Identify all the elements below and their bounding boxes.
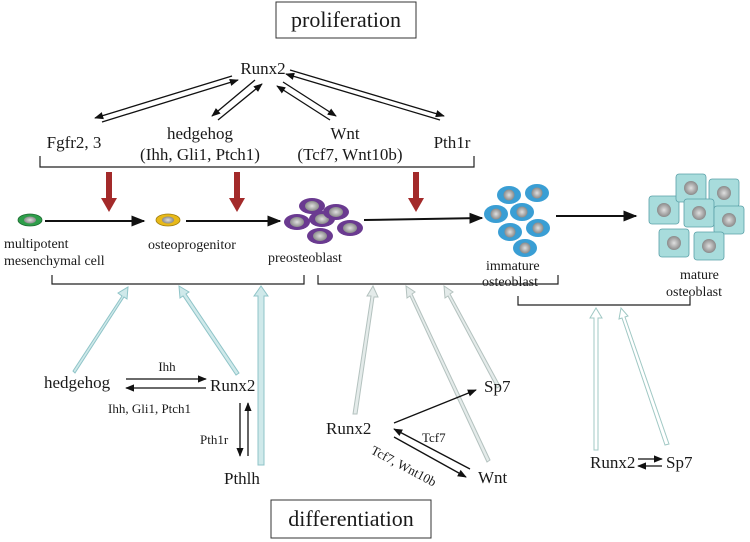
- diff-pth1r-label: Pth1r: [200, 432, 229, 447]
- arrow-pth1r-to-runx2: [285, 72, 441, 121]
- gray-arrow-wnt: [405, 285, 491, 463]
- arrow-wnt-to-runx2: [393, 428, 471, 470]
- proliferation-label: proliferation: [291, 7, 401, 32]
- arrow-wnt-to-runx2: [276, 85, 331, 121]
- arrow-runx2-to-wnt: [282, 81, 337, 117]
- arrow-fgfr-to-runx2: [101, 78, 239, 123]
- fgfr-label: Fgfr2, 3: [47, 133, 102, 152]
- teal-arrow-runx2: [178, 285, 240, 376]
- gray-arrows: [352, 284, 501, 463]
- differentiation-brackets: [51, 275, 691, 306]
- diff-sp7-right-label: Sp7: [666, 453, 693, 472]
- arrow-preosteoblast-to-immature: [363, 212, 484, 224]
- msc-label-1: multipotent: [4, 237, 69, 252]
- gray-arrow-sp7: [443, 285, 501, 389]
- diff-sp7-mid-label: Sp7: [484, 377, 511, 396]
- mature-label-1: mature: [680, 268, 719, 283]
- immature-label-1: immature: [486, 259, 540, 274]
- light-arrow-sp7: [618, 306, 670, 446]
- arrow-runx2-to-pth1r: [289, 69, 445, 118]
- wnt-detail-label: (Tcf7, Wnt10b): [297, 145, 402, 164]
- diff-pthlh-label: Pthlh: [224, 469, 260, 488]
- diff-ihh-gli-ptch-label: Ihh, Gli1, Ptch1: [108, 401, 191, 416]
- immature-osteoblast-cells: [484, 184, 550, 257]
- preosteoblast-label: preosteoblast: [268, 251, 342, 266]
- teal-arrow-pthlh: [253, 285, 269, 466]
- teal-arrows: [72, 285, 269, 466]
- wnt-label: Wnt: [330, 124, 360, 143]
- proliferation-box: proliferation: [275, 1, 417, 39]
- arrow-runx2-to-wnt: [393, 436, 467, 478]
- red-arrow-1: [101, 172, 117, 212]
- arrow-runx2-to-hedgehog: [211, 79, 256, 117]
- diff-wnt-label: Wnt: [478, 468, 508, 487]
- diff-hedgehog-label: hedgehog: [44, 373, 111, 392]
- hedgehog-detail-label: (Ihh, Gli1, Ptch1): [140, 145, 260, 164]
- diff-runx2-right-label: Runx2: [590, 453, 635, 472]
- red-arrows: [101, 172, 424, 212]
- diff-ihh-label: Ihh: [158, 359, 176, 374]
- differentiation-label: differentiation: [288, 506, 413, 531]
- diff-tcf7-wnt10b-label: Tcf7, Wnt10b: [369, 442, 439, 489]
- arrow-runx2-to-sp7: [393, 389, 477, 424]
- mature-label-2: osteoblast: [666, 285, 722, 300]
- osteoprogenitor-label: osteoprogenitor: [148, 238, 236, 253]
- bracket-late: [517, 296, 691, 306]
- diff-runx2-mid-label: Runx2: [326, 419, 371, 438]
- pth1r-label: Pth1r: [434, 133, 471, 152]
- msc-label-2: mesenchymal cell: [4, 254, 105, 269]
- runx2-center-label: Runx2: [240, 59, 285, 78]
- osteoprogenitor-cell: [155, 213, 181, 227]
- red-arrow-2: [229, 172, 245, 212]
- hedgehog-label: hedgehog: [167, 124, 234, 143]
- diff-tcf7-label: Tcf7: [422, 430, 446, 445]
- arrow-hedgehog-to-runx2: [217, 83, 263, 121]
- red-arrow-3: [408, 172, 424, 212]
- msc-cell: [17, 213, 43, 227]
- proliferation-bracket: [39, 156, 475, 168]
- bracket-early: [51, 275, 305, 285]
- light-arrow-runx2: [589, 307, 603, 451]
- proliferation-arrows: [94, 69, 445, 123]
- immature-label-2: osteoblast: [482, 275, 538, 290]
- teal-arrow-hedgehog: [72, 286, 129, 374]
- diff-runx2-left-label: Runx2: [210, 376, 255, 395]
- light-arrows: [589, 306, 670, 451]
- mature-osteoblast-cells: [648, 173, 745, 261]
- differentiation-box: differentiation: [270, 499, 432, 539]
- arrow-runx2-to-fgfr: [94, 75, 233, 120]
- gray-arrow-runx2: [352, 284, 379, 415]
- preosteoblast-cells: [284, 198, 363, 244]
- bracket-middle: [317, 275, 559, 285]
